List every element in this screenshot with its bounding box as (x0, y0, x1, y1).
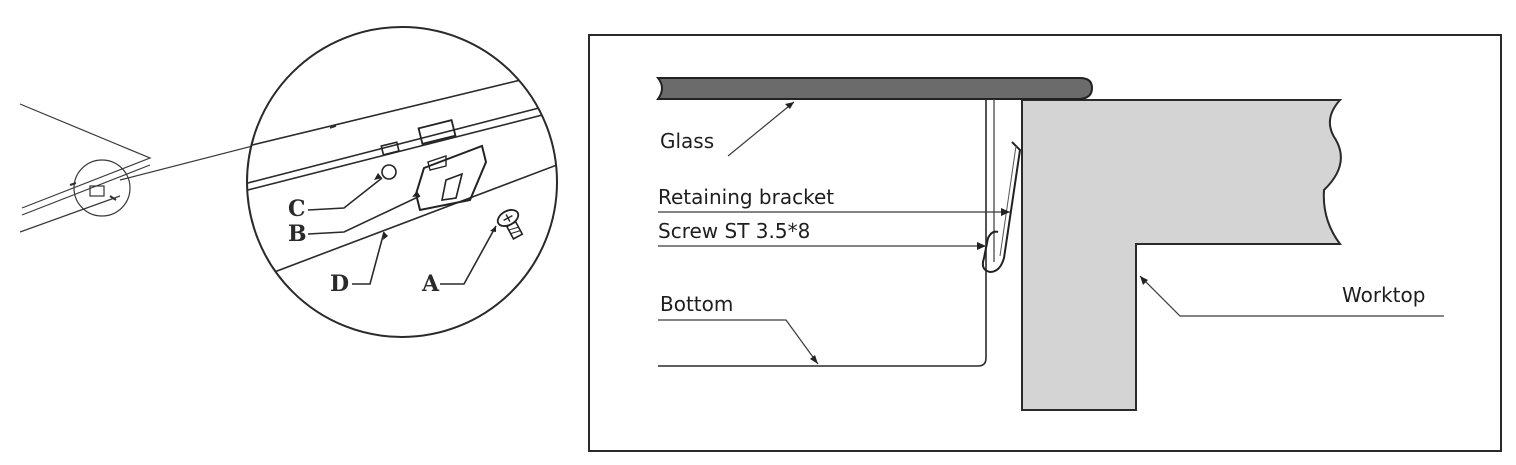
label-d: D (330, 271, 349, 297)
label-retaining-bracket: Retaining bracket (658, 185, 834, 209)
hob-plate-bottom-edge (19, 195, 121, 233)
detail-marker-circle (73, 159, 131, 217)
hob-plate-lower-edge (21, 164, 151, 216)
label-a: A (421, 271, 440, 297)
hob-bottom-outline (658, 99, 987, 367)
leader-a-arrow (490, 226, 496, 232)
leader-worktop (1139, 275, 1444, 317)
label-worktop: Worktop (1342, 283, 1425, 307)
retaining-bracket-inner (999, 145, 1017, 257)
label-b: B (288, 221, 307, 247)
hob-overview (19, 103, 269, 233)
leader-screw-arrow (977, 242, 986, 250)
leader-d (352, 231, 385, 285)
label-bottom: Bottom (660, 292, 733, 316)
section-frame (588, 34, 1502, 452)
leader-glass-arrow (785, 102, 794, 109)
cross-section: Glass Retaining bracket Screw ST 3.5*8 B… (588, 34, 1502, 452)
edge-tick (329, 125, 337, 129)
leader-a (440, 225, 497, 285)
leader-b-arrow (412, 191, 420, 197)
leader-bottom (658, 319, 819, 365)
label-screw: Screw ST 3.5*8 (658, 219, 810, 243)
screw-detail (496, 209, 524, 240)
small-slot (69, 182, 77, 186)
bracket-tab (427, 155, 447, 171)
small-slot-detail (380, 141, 400, 156)
plate-top-edge (247, 67, 557, 149)
leader-bottom-arrow (810, 355, 818, 364)
leader-d-arrow (383, 232, 388, 240)
bracket-window (440, 172, 464, 201)
leader-glass (727, 101, 795, 157)
screw-hole (381, 164, 397, 180)
leader-worktop-arrow (1140, 276, 1148, 285)
magnified-detail: C B D A (246, 26, 558, 338)
small-bracket (89, 185, 105, 197)
magnify-leader-line (119, 141, 269, 181)
small-screw (109, 195, 117, 201)
plate-face-edge (247, 99, 557, 186)
leader-bracket-arrow (1001, 208, 1010, 216)
hob-plate-outline (19, 103, 152, 209)
leader-c (307, 177, 383, 211)
label-c: C (288, 196, 306, 222)
leader-c-arrow (374, 173, 382, 180)
plate-face-edge-2 (247, 107, 557, 193)
label-glass: Glass (660, 129, 714, 153)
glass-panel (655, 77, 1094, 100)
mounting-slot (417, 119, 457, 145)
leader-b (307, 195, 421, 235)
plate-bottom-edge (247, 159, 557, 286)
magnify-circle (246, 26, 558, 338)
retaining-bracket (981, 141, 1022, 274)
worktop-shape (1021, 99, 1343, 411)
